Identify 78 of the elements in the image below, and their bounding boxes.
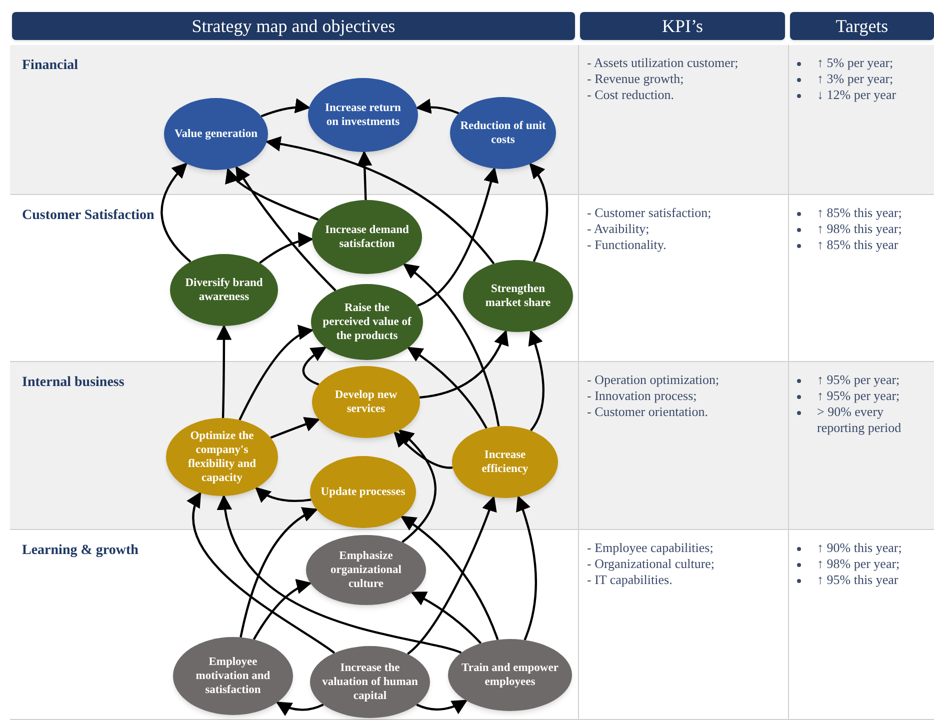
- band-heading: Customer Satisfaction: [22, 207, 154, 225]
- kpi-text: - IT capabilities.: [587, 572, 674, 588]
- objective-ellipse: Increase return on investments: [308, 78, 418, 152]
- arrow: [218, 494, 462, 654]
- arrow: [516, 495, 537, 640]
- column-header: KPI’s: [580, 12, 785, 40]
- column-header: Targets: [790, 12, 934, 40]
- objective-ellipse: Increase the valuation of human capital: [310, 646, 430, 718]
- arrow: [406, 496, 497, 655]
- objective-ellipse: Optimize the company's flexibility and capacity: [166, 418, 278, 496]
- objective-ellipse: Develop new services: [312, 366, 420, 438]
- target-text: ↑ 98% per year;: [817, 556, 900, 572]
- column-header: Strategy map and objectives: [12, 12, 575, 40]
- arrow: [216, 324, 232, 418]
- objective-ellipse: Emphasize organizational culture: [306, 535, 426, 605]
- arrow: [406, 346, 488, 429]
- band-heading: Internal business: [22, 374, 124, 392]
- target-text: ↑ 98% this year;: [817, 221, 902, 237]
- arrow: [410, 591, 482, 644]
- kpi-text: - Operation optimization;: [587, 372, 720, 388]
- arrow: [254, 486, 312, 503]
- arrow: [259, 232, 314, 264]
- arrow: [188, 492, 336, 654]
- target-text: ↑ 95% this year: [817, 572, 898, 588]
- band-heading: Learning & growth: [22, 542, 138, 560]
- target-text: ↓ 12% per year: [817, 87, 896, 103]
- objective-ellipse: Diversify brand awareness: [170, 254, 278, 326]
- kpi-text: - Functionality.: [587, 237, 668, 253]
- kpi-text: - Customer orientation.: [587, 404, 709, 420]
- target-text: ↑ 3% per year;: [817, 71, 894, 87]
- objective-ellipse: Raise the perceived value of the products: [311, 284, 423, 360]
- arrow: [400, 516, 499, 640]
- arrow: [528, 330, 544, 432]
- kpi-text: - Avaibility;: [587, 221, 650, 237]
- target-text: ↑ 95% per year;: [817, 388, 900, 404]
- objective-ellipse: Employee motivation and satisfaction: [173, 637, 293, 715]
- arrow: [260, 98, 311, 118]
- objective-ellipse: Update processes: [310, 456, 416, 528]
- target-text: ↑ 85% this year;: [817, 205, 902, 221]
- arrow: [238, 326, 314, 420]
- kpi-text: - Assets utilization customer;: [587, 55, 740, 71]
- arrow: [417, 167, 498, 307]
- target-text: ↑ 90% this year;: [817, 540, 902, 556]
- band-heading: Financial: [22, 57, 78, 75]
- objective-ellipse: Reduction of unit costs: [450, 97, 556, 169]
- target-text: > 90% every reporting period: [817, 404, 902, 436]
- kpi-text: - Revenue growth;: [587, 71, 685, 87]
- arrow: [160, 162, 192, 263]
- arrow: [419, 330, 508, 399]
- objective-ellipse: Strengthen market share: [463, 260, 573, 332]
- arrow: [529, 162, 548, 262]
- objective-ellipse: Increase efficiency: [452, 426, 558, 498]
- objective-ellipse: Train and empower employees: [448, 639, 572, 711]
- arrow: [226, 168, 319, 221]
- arrow: [415, 98, 460, 114]
- kpi-text: - Employee capabilities;: [587, 540, 714, 556]
- arrow: [394, 431, 453, 469]
- arrow: [240, 508, 318, 638]
- arrow: [270, 417, 320, 439]
- perspective-band: [10, 362, 578, 530]
- objective-ellipse: Increase demand satisfaction: [312, 200, 422, 274]
- target-text: ↑ 95% per year;: [817, 372, 900, 388]
- arrow: [265, 136, 495, 264]
- kpi-text: - Cost reduction.: [587, 87, 676, 103]
- arrow: [356, 150, 372, 200]
- arrow: [416, 700, 468, 714]
- perspective-band: [10, 45, 578, 195]
- kpi-text: - Customer satisfaction;: [587, 205, 712, 221]
- arrow: [252, 580, 312, 640]
- arrow: [398, 429, 436, 543]
- target-text: ↑ 85% this year: [817, 237, 898, 253]
- objective-ellipse: Value generation: [164, 98, 268, 170]
- kpi-text: - Organizational culture;: [587, 556, 716, 572]
- arrow: [402, 263, 500, 426]
- kpi-text: - Innovation process;: [587, 388, 698, 404]
- arrow: [276, 701, 324, 716]
- arrow: [235, 166, 336, 292]
- target-text: ↑ 5% per year;: [817, 55, 894, 71]
